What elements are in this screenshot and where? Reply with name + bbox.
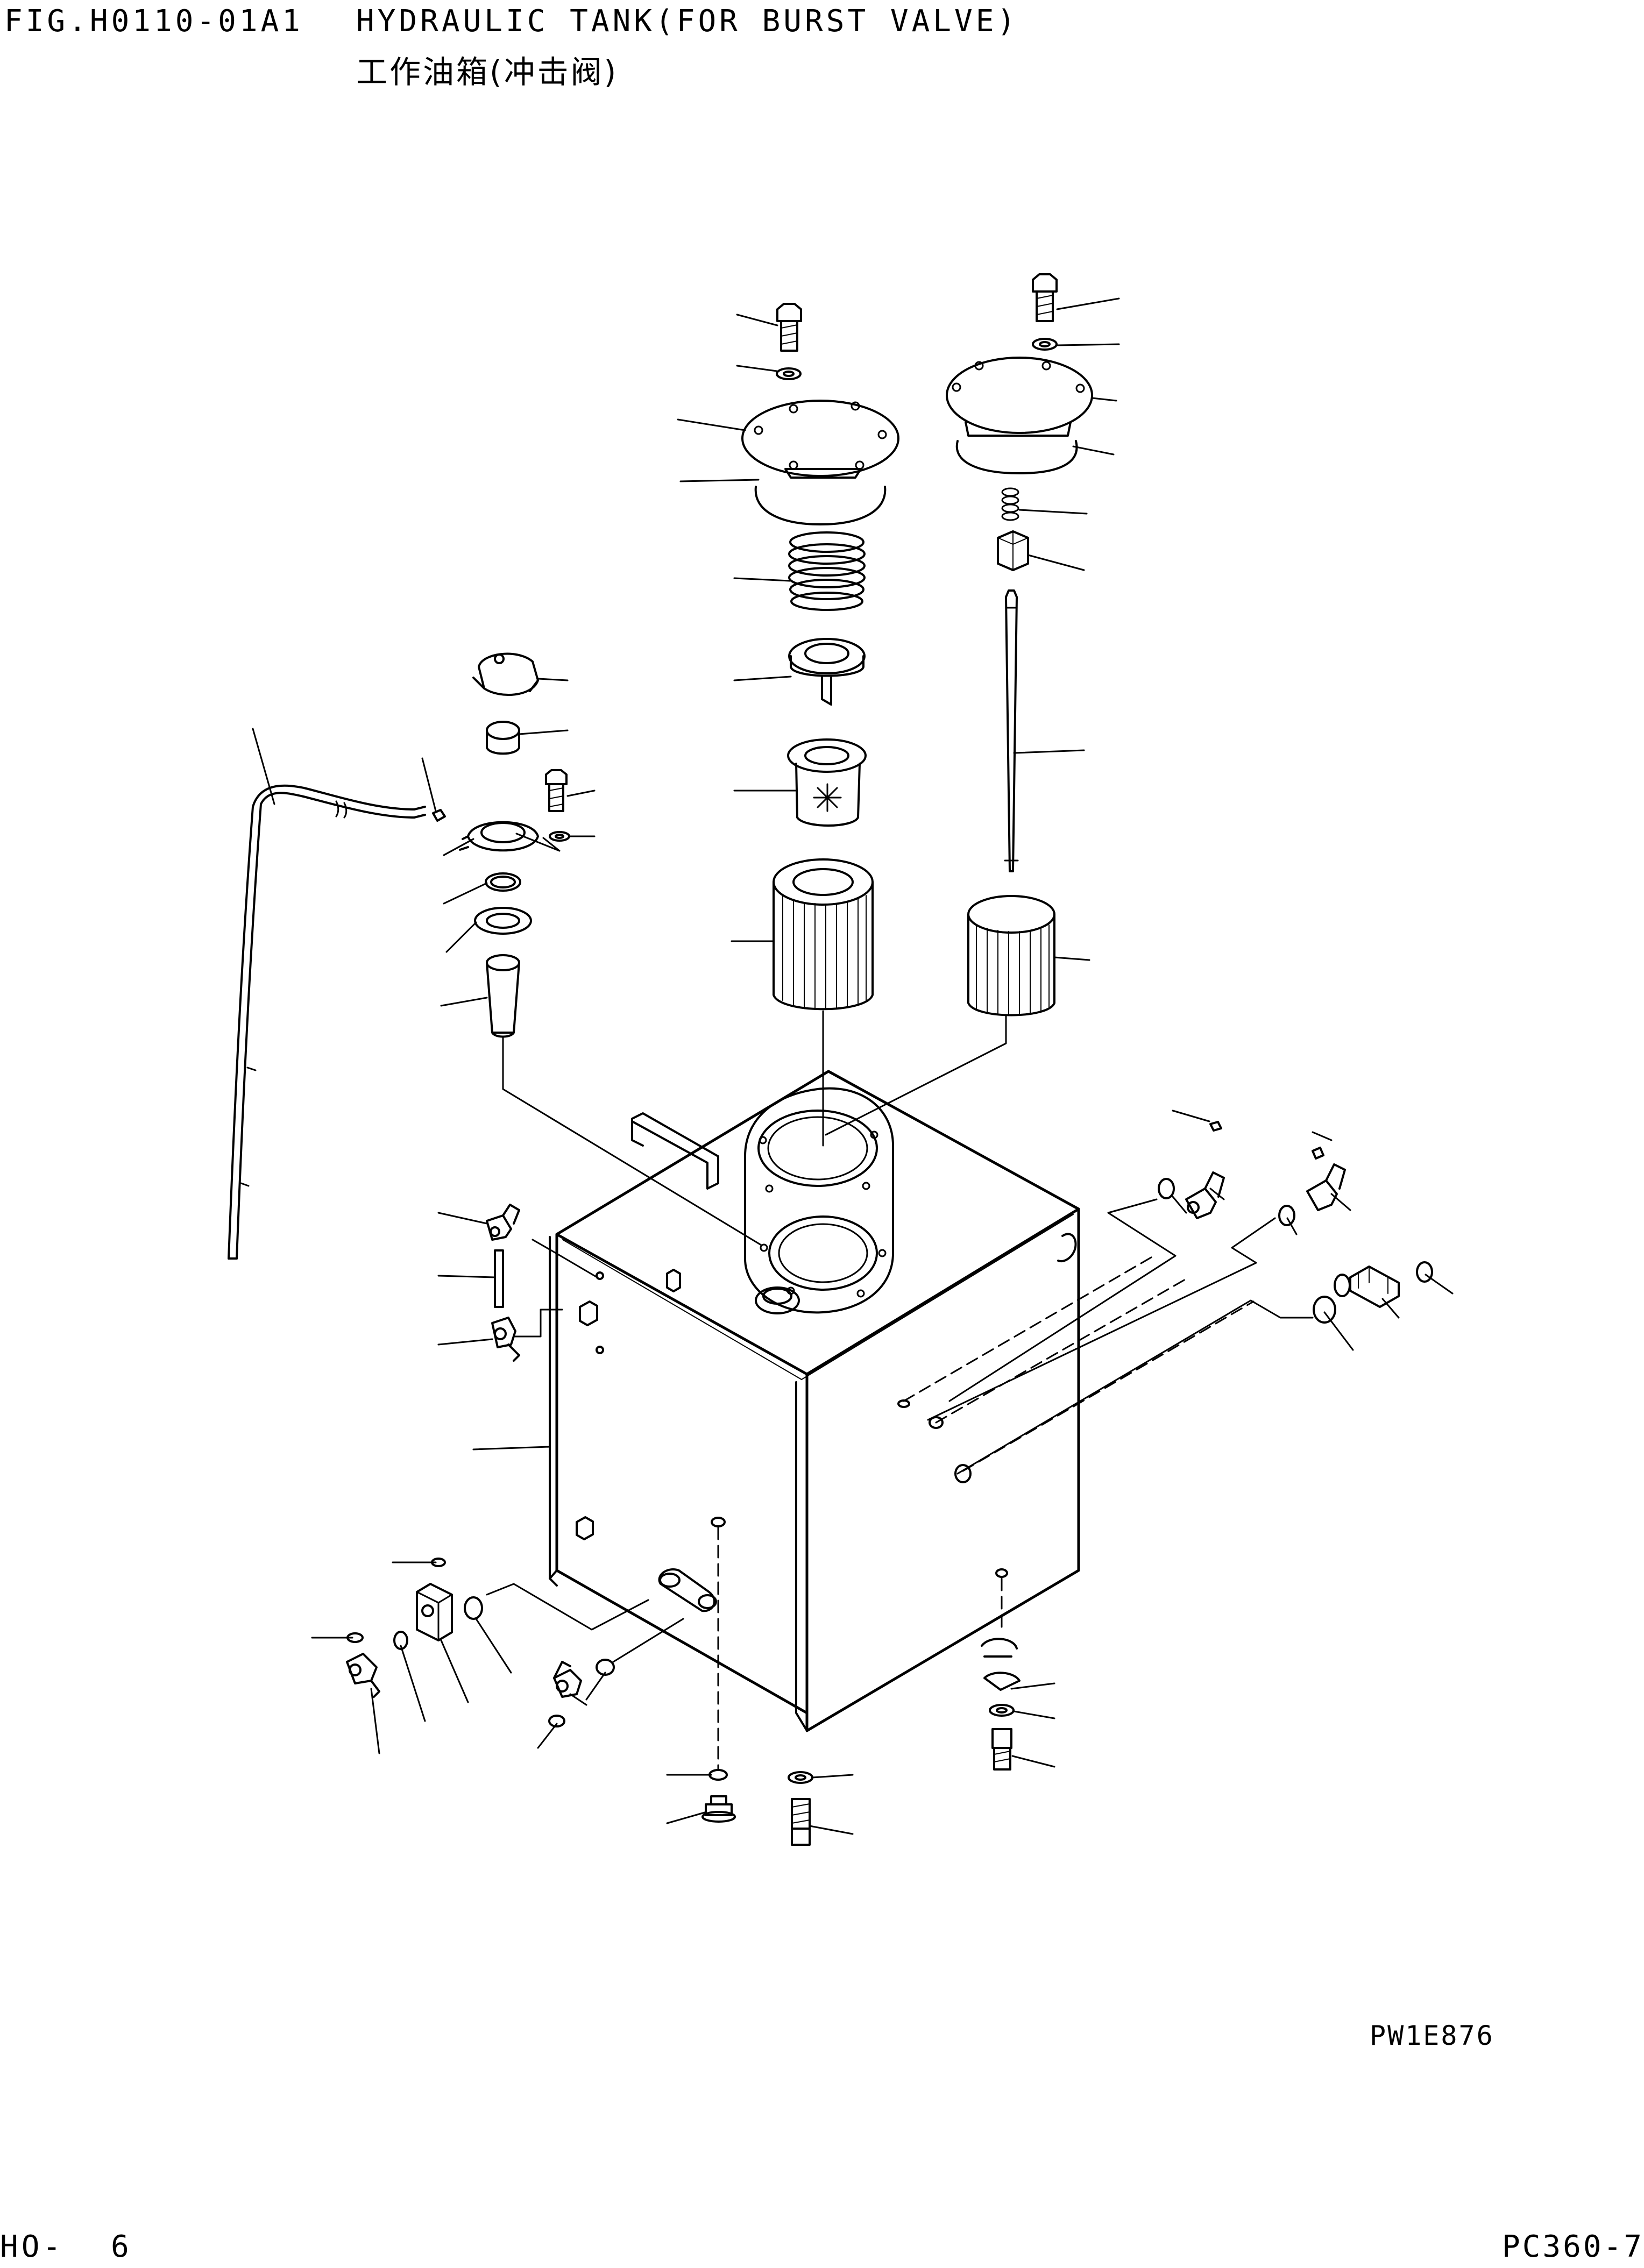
figure-number: FIG.H0110-01A1	[4, 4, 304, 39]
page-reference: HO-	[0, 2229, 65, 2264]
bottom-mount-bolts	[703, 1518, 1019, 1845]
strainer-stack	[742, 304, 898, 1146]
leader-lines	[253, 298, 1452, 1834]
left-side-fittings	[487, 1205, 597, 1361]
drawing-code: PW1E876	[1370, 2020, 1494, 2051]
page-number: 6	[111, 2229, 129, 2264]
machine-model: PC360-7	[1502, 2229, 1644, 2264]
breather-filter-stack	[826, 274, 1092, 1135]
title-chinese: 工作油箱(冲击阀)	[356, 54, 619, 90]
filler-cap-stack	[460, 654, 761, 1245]
title-english: HYDRAULIC TANK(FOR BURST VALVE)	[356, 4, 1019, 39]
bottom-left-fittings	[347, 1559, 683, 1726]
upper-right-fittings	[898, 1122, 1432, 1482]
hydraulic-tank-body	[550, 1071, 1079, 1731]
breather-hose	[229, 786, 445, 1259]
